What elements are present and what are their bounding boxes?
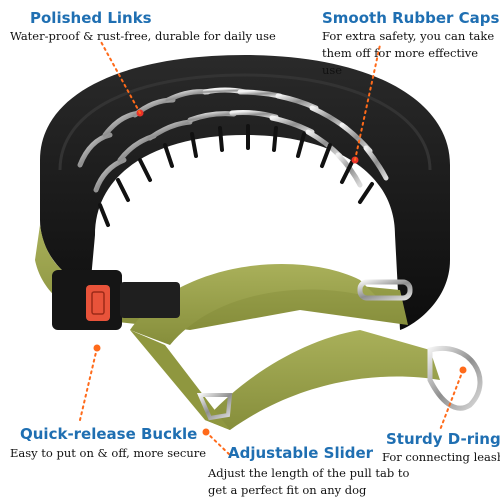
d-ring-description: For connecting leash [382, 450, 500, 464]
chain-links [77, 87, 389, 193]
quick-release-title: Quick-release Buckle [20, 425, 198, 443]
d-ring [427, 346, 483, 411]
leader-lines [79, 39, 464, 456]
quick-release-buckle [52, 270, 180, 330]
slider-description: Adjust the length of the pull tab to get… [208, 466, 410, 497]
polished-links-title: Polished Links [30, 9, 152, 27]
d-ring-title: Sturdy D-ring [386, 430, 500, 448]
quick-release-description: Easy to put on & off, more secure [10, 446, 207, 460]
metal-slide-ring [357, 279, 413, 301]
slider-title: Adjustable Slider [228, 444, 374, 462]
rubber-capped-prongs [98, 124, 374, 227]
polished-links-description: Water-proof & rust-free, durable for dai… [10, 29, 276, 43]
neoprene-sleeve [40, 55, 450, 330]
rubber-caps-description: For extra safety, you can take them off … [322, 29, 495, 77]
rubber-caps-title: Smooth Rubber Caps [322, 9, 500, 27]
slider-ring [196, 393, 233, 421]
